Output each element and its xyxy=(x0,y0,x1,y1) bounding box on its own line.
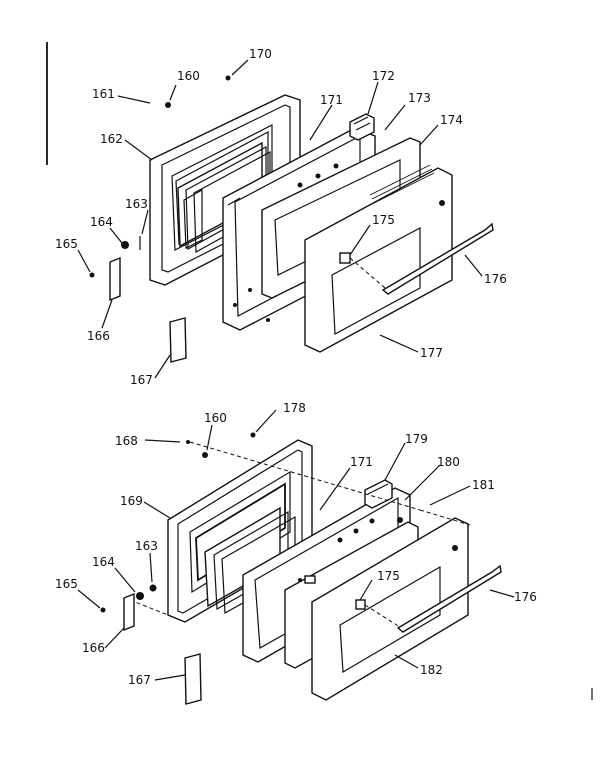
label-177-top: 177 xyxy=(420,346,443,360)
outer-door-177 xyxy=(304,164,453,353)
label-181-bottom: 181 xyxy=(472,478,495,492)
bottom-door-assembly: 160 178 168 179 171 180 181 169 163 164 … xyxy=(55,401,537,705)
label-178-bottom: 178 xyxy=(283,401,306,415)
bottom-leaders xyxy=(77,409,515,681)
label-171-top: 171 xyxy=(320,93,343,107)
trim-strip-167-bottom xyxy=(184,653,202,705)
label-165-top: 165 xyxy=(55,237,78,251)
label-179-bottom: 179 xyxy=(405,432,428,446)
label-168-bottom: 168 xyxy=(115,434,138,448)
outer-door-182 xyxy=(311,517,469,701)
top-leaders xyxy=(77,59,483,379)
label-161-top: 161 xyxy=(92,87,115,101)
label-171-bottom: 171 xyxy=(350,455,373,469)
hinge-bracket-172 xyxy=(349,113,375,141)
label-163-top: 163 xyxy=(125,197,148,211)
label-162-top: 162 xyxy=(100,132,123,146)
side-hardware-bottom xyxy=(100,584,157,632)
trim-strip-167 xyxy=(169,317,187,363)
label-176-top: 176 xyxy=(484,272,507,286)
label-169-bottom: 169 xyxy=(120,494,143,508)
label-180-bottom: 180 xyxy=(437,455,460,469)
side-hardware xyxy=(89,236,141,302)
handle-176-bottom xyxy=(364,564,502,633)
label-163-bottom: 163 xyxy=(135,539,158,553)
handle-176 xyxy=(349,222,494,295)
label-170-top: 170 xyxy=(249,47,272,61)
label-166-top: 166 xyxy=(87,329,110,343)
label-165-bottom: 165 xyxy=(55,577,78,591)
label-160-bottom: 160 xyxy=(204,411,227,425)
label-167-bottom: 167 xyxy=(128,673,151,687)
label-182-bottom: 182 xyxy=(420,663,443,677)
screw-160 xyxy=(165,102,171,108)
label-160-top: 160 xyxy=(177,69,200,83)
screw-178 xyxy=(250,432,256,438)
label-174-top: 174 xyxy=(440,113,463,127)
bottom-alignment-dashes xyxy=(129,441,471,616)
label-164-top: 164 xyxy=(90,215,113,229)
screw-160-bottom xyxy=(202,452,208,458)
top-door-assembly: 161 160 170 162 171 172 173 174 163 164 … xyxy=(55,47,507,387)
label-166-bottom: 166 xyxy=(82,641,105,655)
label-176-bottom: 176 xyxy=(514,590,537,604)
screw-170 xyxy=(225,75,231,81)
label-175-top: 175 xyxy=(372,213,395,227)
label-173-top: 173 xyxy=(408,91,431,105)
screw-168 xyxy=(186,440,190,444)
label-175-bottom: 175 xyxy=(377,569,400,583)
label-164-bottom: 164 xyxy=(92,555,115,569)
label-167-top: 167 xyxy=(130,373,153,387)
label-172-top: 172 xyxy=(372,69,395,83)
